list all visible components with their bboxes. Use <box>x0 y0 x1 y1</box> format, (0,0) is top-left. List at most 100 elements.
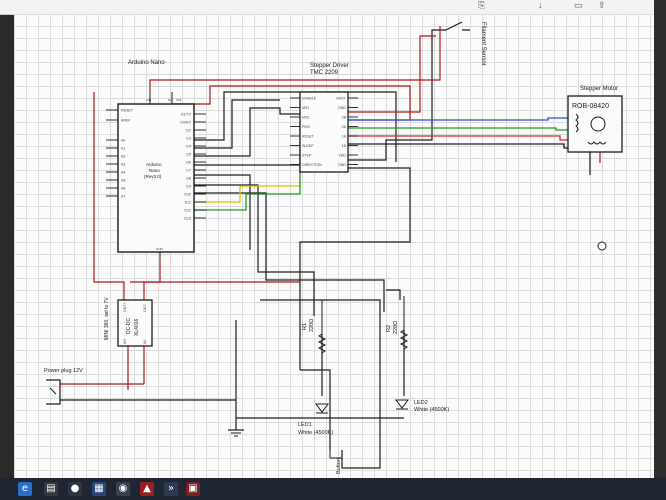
arduino-right-pin-d1-tx: D1/TX <box>181 112 192 116</box>
pdf-icon[interactable]: ▲ <box>140 482 154 496</box>
arduino-right-pin-d5: D5 <box>186 152 191 156</box>
driver-left-pin-ms1: MS1 <box>302 106 309 110</box>
arduino-pin-3v3: 3V3 <box>176 98 182 102</box>
arduino-right-pin-d6: D6 <box>186 160 191 164</box>
arduino-right-pin-d12: D12 <box>184 208 191 212</box>
media-icon[interactable]: » <box>164 482 178 496</box>
wires-signal <box>193 117 574 211</box>
r1-name: R1 <box>302 323 308 330</box>
app-icon[interactable]: ◉ <box>116 482 130 496</box>
button-label: Button <box>336 458 342 474</box>
arduino-body-l2: Nano <box>149 168 160 173</box>
arduino-right-pin-d2: D2 <box>186 128 191 132</box>
power-plug[interactable]: Power plug 12V <box>44 368 83 405</box>
led1-spec: White (4500K) <box>298 430 333 436</box>
screen-bezel-right <box>654 0 666 500</box>
arduino-right-pin-d10: D10 <box>184 192 191 196</box>
arduino-left-pin-a7: A7 <box>121 194 125 198</box>
folder-icon[interactable]: ▤ <box>44 482 58 496</box>
r2-value: 220Ω <box>393 321 399 334</box>
led2-spec: White (4500K) <box>414 407 449 413</box>
led2-name: LED2 <box>414 400 428 406</box>
arduino-body-l1: Arduino <box>146 162 162 167</box>
dcdc-name: DC-DC <box>126 318 132 334</box>
driver-title: Stepper Driver <box>310 63 349 69</box>
arduino-right-pin-d8: D8 <box>186 176 191 180</box>
taskbar: e ▤ ● ▦ ◉ ▲ » ▣ <box>0 478 666 500</box>
arduino-left-pin-aref: AREF <box>121 118 131 122</box>
driver-right-pin-1a-4: 1A <box>342 134 347 138</box>
dcdc-pin-out-minus: OUT- <box>143 303 147 312</box>
dcdc-converter[interactable]: MINI 360, set to 7V DC-DC XL4016 IN+ IN-… <box>104 297 153 347</box>
schematic-canvas[interactable]: Arduino Nano VIN 5V 3V3 Arduino Nano (Re… <box>14 14 654 478</box>
app2-icon[interactable]: ▣ <box>186 482 200 496</box>
driver-right-pin-2b-2: 2B <box>342 115 347 119</box>
led1-name: LED1 <box>298 422 312 428</box>
dcdc-chip: XL4016 <box>134 319 140 336</box>
arduino-right-pin-d3: D3 <box>186 136 191 140</box>
push-button[interactable]: Button <box>329 450 343 474</box>
driver-right-pin-gnd-1: GND <box>338 106 346 110</box>
page-icon[interactable]: ⎘ <box>478 0 486 10</box>
driver-pins: ENABLEMS1MS2PDNRESETSLEEPSTEPDIRECTIONVM… <box>290 96 358 167</box>
driver-right-pin-gnd-7: GND <box>338 163 346 167</box>
chrome-icon[interactable]: ● <box>68 482 82 496</box>
driver-left-pin-reset: RESET <box>302 134 315 138</box>
led2[interactable]: LED2 White (4500K) <box>395 399 449 413</box>
arduino-right-pin-d7: D7 <box>186 168 191 172</box>
wires-power <box>60 26 601 390</box>
resistor-r2[interactable]: R2 220Ω <box>386 296 409 350</box>
driver-left-pin-direction: DIRECTION <box>302 163 322 167</box>
dcdc-note: MINI 360, set to 7V <box>104 297 110 340</box>
led1[interactable]: LED1 White (4500K) <box>298 403 333 436</box>
ground-symbol <box>228 429 244 437</box>
motor-title: Stepper Motor <box>580 86 618 92</box>
hand-cursor-icon <box>597 241 607 251</box>
arduino-title: Arduino Nano <box>128 60 165 66</box>
sensor-label: Filament Sensor <box>480 22 486 66</box>
screen-bezel-left <box>0 0 14 500</box>
arduino-right-pin-d11: D11 <box>185 200 191 204</box>
stepper-driver[interactable]: Stepper Driver TMC 2209 ENABLEMS1MS2PDNR… <box>290 63 358 173</box>
arduino-pin-5v: 5V <box>168 98 172 102</box>
arduino-right-pin-d0-rx: D0/RX <box>180 120 191 124</box>
dcdc-pin-in-plus: IN+ <box>123 338 127 344</box>
schematic: Arduino Nano VIN 5V 3V3 Arduino Nano (Re… <box>44 21 623 474</box>
share-icon[interactable]: ⇪ <box>598 0 606 10</box>
resistor-r1[interactable]: R1 220Ω <box>302 300 327 354</box>
app-toolbar: ⎘ ↓ ▭ ⇪ <box>0 0 666 15</box>
driver-right-pin-1b-5: 1B <box>342 144 347 148</box>
arduino-left-pin-a0: A0 <box>121 138 125 142</box>
dcdc-pin-in-minus: IN- <box>143 339 147 345</box>
arduino-left-pin-a2: A2 <box>121 154 125 158</box>
dcdc-pin-out-plus: OUT+ <box>123 303 127 312</box>
r1-value: 220Ω <box>309 319 315 332</box>
arduino-pin-vin: VIN <box>146 98 151 102</box>
nav-down-icon[interactable]: ↓ <box>538 0 543 10</box>
arduino-pin-gnd: GND <box>156 247 164 251</box>
driver-left-pin-step: STEP <box>302 153 312 157</box>
filament-sensor[interactable]: Filament Sensor <box>445 21 486 66</box>
arduino-nano[interactable]: Arduino Nano VIN 5V 3V3 Arduino Nano (Re… <box>106 60 206 262</box>
arduino-right-pin-d4: D4 <box>186 144 191 148</box>
power-label: Power plug 12V <box>44 368 83 374</box>
arduino-right-pin-d13: D13 <box>184 216 191 220</box>
r2-name: R2 <box>386 325 392 332</box>
driver-right-pin-vdd-6: VDD <box>338 153 346 157</box>
driver-left-pin-pdn: PDN <box>302 125 310 129</box>
arduino-right-pin-d9: D9 <box>186 184 191 188</box>
arduino-left-pin-a3: A3 <box>121 162 125 166</box>
driver-model: TMC 2209 <box>310 70 339 76</box>
stepper-motor[interactable]: Stepper Motor ROB-08420 <box>567 86 623 153</box>
driver-left-pin-sleep: SLEEP <box>302 144 314 148</box>
driver-right-pin-vmot-0: VMOT <box>336 96 347 100</box>
wires-black <box>60 29 591 469</box>
arduino-body-l3: (Rev3.0) <box>144 174 162 179</box>
arduino-left-pin-a6: A6 <box>121 186 125 190</box>
comment-icon[interactable]: ▭ <box>574 0 583 10</box>
arduino-left-pin-reset: RESET <box>121 108 134 112</box>
outlook-icon[interactable]: ▦ <box>92 482 106 496</box>
edge-icon[interactable]: e <box>18 482 32 496</box>
